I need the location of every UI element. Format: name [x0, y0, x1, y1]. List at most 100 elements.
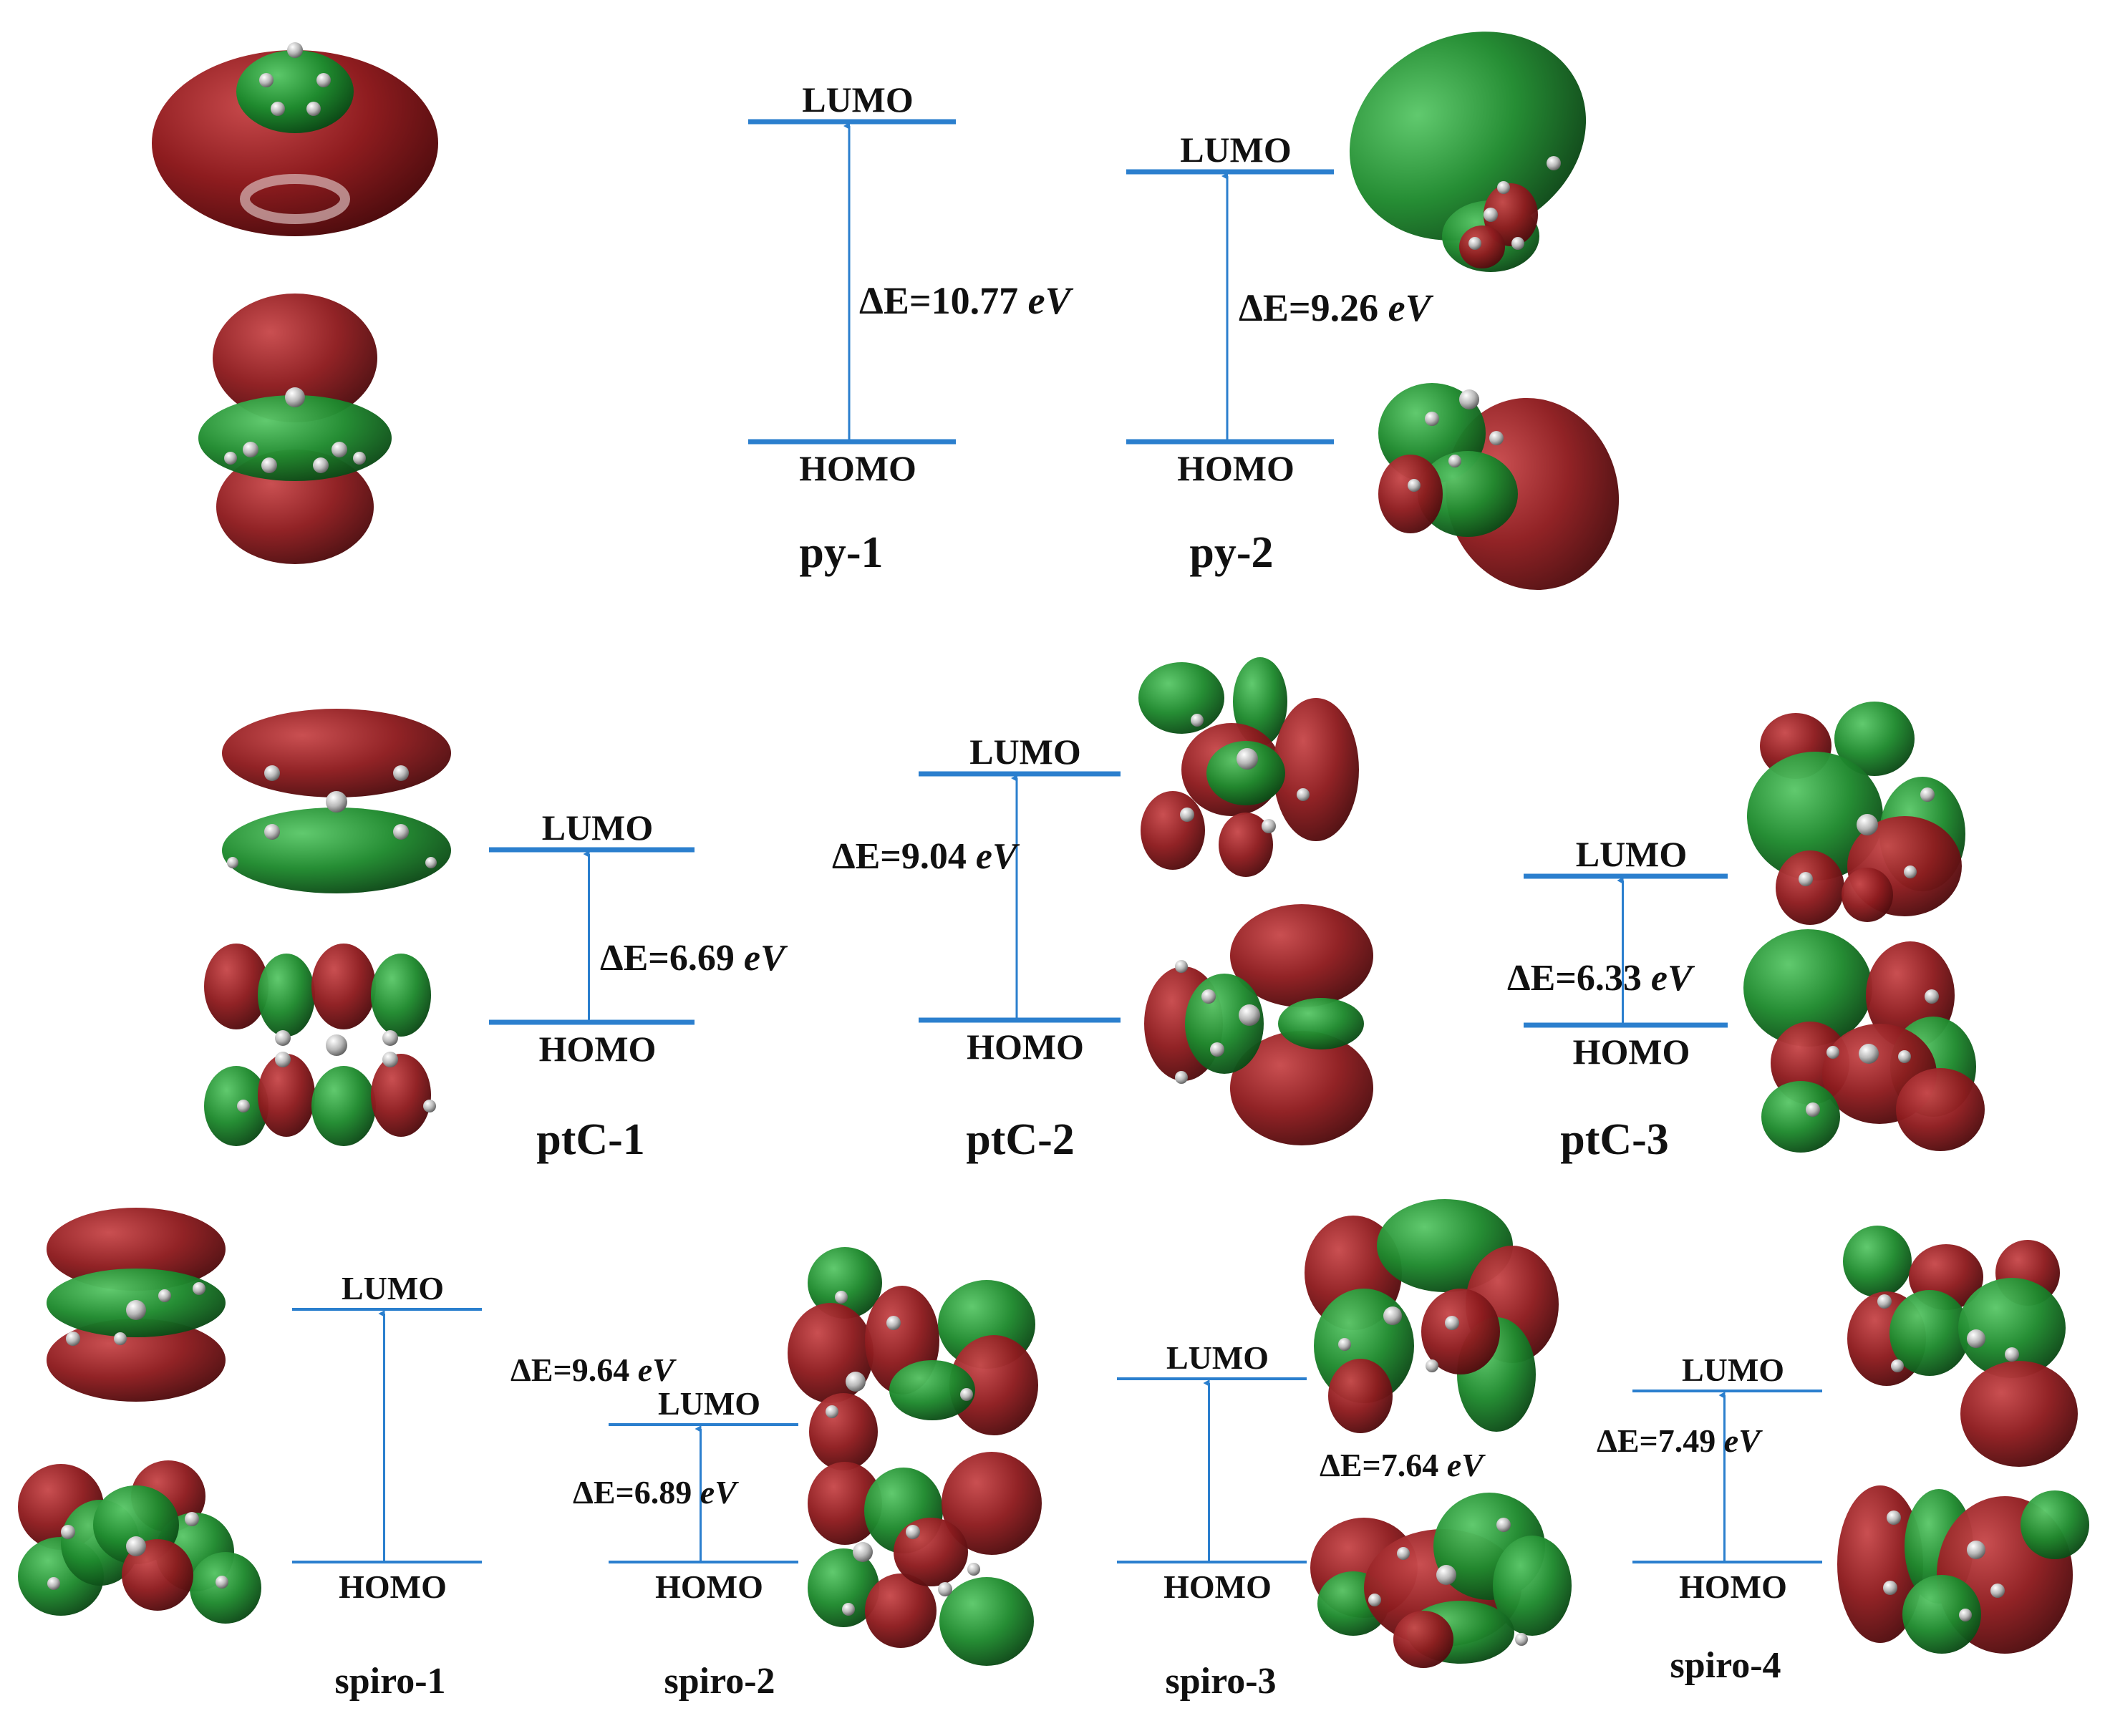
atom-sphere [425, 857, 437, 868]
red-orbital-lobe [47, 1208, 226, 1291]
atom-sphere [158, 1289, 171, 1302]
atom-sphere [1990, 1584, 2005, 1598]
spiro-4-name: spiro-4 [1670, 1645, 1781, 1686]
red-orbital-lobe [1837, 1485, 1923, 1643]
lumo-label: LUMO [342, 1270, 444, 1306]
atom-sphere [332, 442, 347, 457]
atom-sphere [237, 1100, 250, 1112]
green-orbital-lobe [1233, 657, 1287, 746]
atom-sphere [259, 73, 274, 87]
red-orbital-lobe [222, 709, 451, 797]
homo-label: HOMO [799, 448, 916, 488]
red-orbital-lobe [1141, 791, 1205, 870]
py-1-lumo-orbital [152, 42, 438, 236]
atom-sphere [1397, 1547, 1410, 1560]
green-orbital-lobe [236, 50, 354, 133]
atom-sphere [1859, 1044, 1879, 1064]
red-orbital-lobe [1459, 226, 1505, 268]
atom-sphere [2005, 1347, 2019, 1362]
atom-sphere [61, 1525, 75, 1539]
red-orbital-lobe [1219, 813, 1273, 877]
spiro-2-name: spiro-2 [664, 1661, 775, 1702]
py-2-name: py-2 [1189, 528, 1273, 577]
red-orbital-lobe [808, 1462, 882, 1545]
atom-sphere [126, 1536, 146, 1556]
atom-sphere [185, 1512, 199, 1526]
ptC-3-lumo-orbital [1747, 702, 1965, 925]
atom-sphere [316, 73, 331, 87]
green-orbital-lobe [1493, 1536, 1572, 1636]
green-orbital-lobe [1138, 662, 1224, 734]
ptC-1-gap-label: ΔE=6.69 eV [600, 938, 788, 979]
red-orbital-lobe [949, 1335, 1038, 1435]
atom-sphere [47, 1577, 60, 1590]
atom-sphere [1877, 1294, 1892, 1309]
spiro-1-gap-label: ΔE=9.64 eV [510, 1352, 677, 1388]
red-orbital-lobe [1421, 1289, 1500, 1374]
spiro-3-homo-orbital [1310, 1493, 1572, 1668]
red-orbital-lobe [1273, 698, 1359, 841]
atom-sphere [1368, 1594, 1381, 1606]
atom-sphere [835, 1291, 848, 1304]
spiro-4-gap-label: ΔE=7.49 eV [1597, 1422, 1763, 1459]
red-orbital-lobe [216, 450, 374, 564]
lumo-label: LUMO [542, 808, 654, 848]
green-orbital-lobe [198, 395, 392, 481]
atom-sphere [275, 1030, 291, 1046]
red-orbital-lobe [258, 1054, 315, 1137]
atom-sphere [224, 452, 237, 465]
green-orbital-lobe [1834, 702, 1915, 776]
ptC-1-name: ptC-1 [536, 1115, 645, 1164]
atom-sphere [1967, 1329, 1985, 1348]
atom-sphere [382, 1052, 398, 1067]
atom-sphere [1904, 865, 1917, 878]
ptC-2-name: ptC-2 [966, 1115, 1075, 1164]
red-orbital-lobe [894, 1518, 968, 1586]
homo-label: HOMO [339, 1568, 447, 1605]
spiro-3-name: spiro-3 [1165, 1661, 1276, 1702]
atom-sphere [1239, 1004, 1260, 1026]
atom-sphere [1425, 412, 1439, 426]
atom-sphere [938, 1582, 952, 1596]
atom-sphere [1297, 788, 1310, 801]
green-orbital-lobe [204, 1066, 268, 1146]
atom-sphere [326, 791, 347, 813]
red-orbital-lobe [1378, 455, 1443, 533]
atom-sphere [264, 765, 280, 781]
atom-sphere [1959, 1609, 1972, 1621]
green-orbital-lobe [2021, 1490, 2089, 1559]
green-orbital-lobe [311, 1066, 376, 1146]
atom-sphere [1468, 237, 1481, 250]
homo-label: HOMO [1177, 448, 1295, 488]
ptC-3-name: ptC-3 [1560, 1115, 1669, 1164]
green-orbital-lobe [258, 954, 315, 1037]
red-orbital-lobe [371, 1054, 431, 1137]
spiro-2-homo-orbital [808, 1452, 1042, 1666]
spiro-1-lumo-orbital [47, 1208, 226, 1402]
red-orbital-lobe [213, 294, 377, 422]
gap-unit: eV [1028, 279, 1074, 322]
lumo-label: LUMO [1166, 1339, 1269, 1376]
atom-sphere [285, 387, 305, 407]
spiro-1-name: spiro-1 [334, 1661, 445, 1702]
atom-sphere [1262, 819, 1276, 833]
red-orbital-lobe [1393, 1611, 1453, 1668]
ptC-2-lumo-orbital [1138, 657, 1359, 877]
atom-sphere [216, 1576, 228, 1589]
red-orbital-lobe [1445, 397, 1620, 591]
homo-label: HOMO [1573, 1032, 1690, 1072]
atom-sphere [275, 1052, 291, 1067]
atom-sphere [306, 102, 321, 116]
gap-value: ΔE=6.89 [573, 1474, 700, 1510]
homo-label: HOMO [539, 1029, 657, 1069]
gap-value: ΔE=7.64 [1320, 1447, 1447, 1483]
green-orbital-lobe [939, 1577, 1034, 1666]
atom-sphere [1175, 1071, 1188, 1084]
atom-sphere [1445, 1316, 1459, 1330]
spiro-1-homo-orbital [18, 1460, 261, 1624]
green-orbital-lobe [1418, 451, 1518, 537]
lumo-label: LUMO [802, 79, 914, 120]
spiro-3-gap-label: ΔE=7.64 eV [1320, 1447, 1486, 1483]
atom-sphere [1436, 1565, 1456, 1585]
